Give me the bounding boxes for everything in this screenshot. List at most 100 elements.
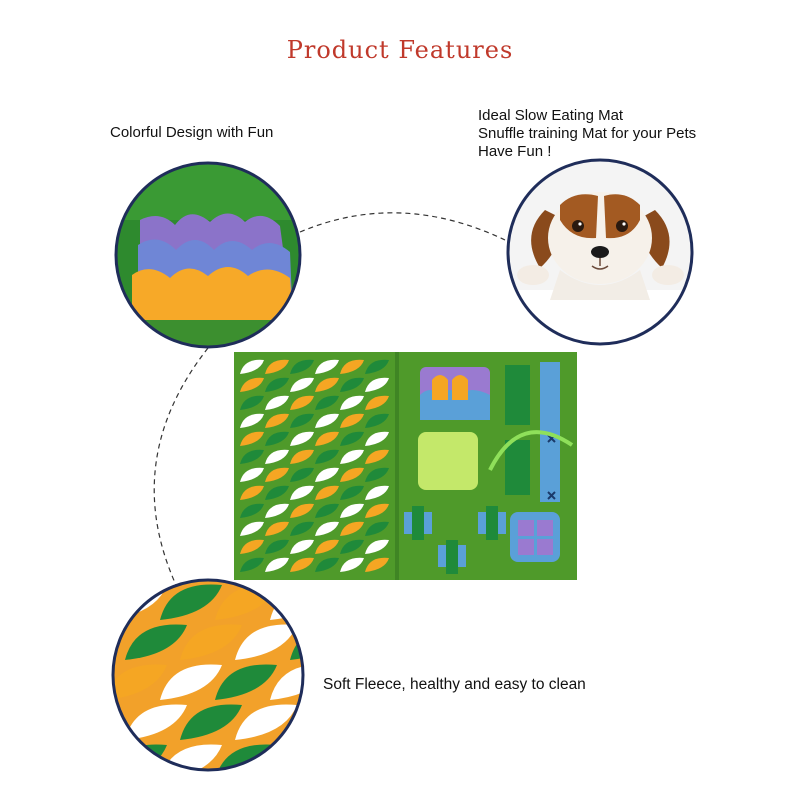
felt-petal (290, 449, 314, 464)
felt-petal (265, 467, 289, 482)
felt-petal (265, 557, 289, 572)
felt-petal (180, 624, 242, 660)
felt-petal (315, 359, 339, 374)
felt-petal (290, 704, 303, 740)
felt-petal (240, 539, 264, 554)
felt-petal (340, 431, 364, 446)
felt-petal (290, 539, 314, 554)
felt-petal (290, 431, 314, 446)
petals-circle-border (111, 578, 305, 772)
felt-petal (240, 359, 264, 374)
felt-petal (315, 503, 339, 518)
felt-petal (365, 485, 389, 500)
felt-petal (340, 395, 364, 410)
felt-petal (235, 624, 297, 660)
felt-petal (365, 539, 389, 554)
puppy-circle-border (506, 158, 694, 346)
felt-petal (290, 377, 314, 392)
felt-petal (365, 449, 389, 464)
felt-petal (290, 557, 314, 572)
felt-petal (290, 467, 314, 482)
felt-petal (365, 359, 389, 374)
felt-petal (315, 539, 339, 554)
felt-scallop-layers-closeup-icon (116, 163, 300, 347)
felt-petal (270, 584, 303, 620)
felt-petal (215, 664, 277, 700)
snuffle-mat-photo-icon (234, 352, 577, 580)
felt-petal (340, 539, 364, 554)
felt-petal (160, 584, 222, 620)
felt-petal (315, 485, 339, 500)
caption-line-3: Have Fun ! (478, 143, 552, 160)
felt-petal (265, 485, 289, 500)
felt-petal (340, 485, 364, 500)
felt-petal (240, 449, 264, 464)
felt-petal (290, 359, 314, 374)
felt-petal (365, 395, 389, 410)
felt-petal (290, 503, 314, 518)
felt-petal (240, 467, 264, 482)
felt-petal (340, 359, 364, 374)
felt-petal (240, 557, 264, 572)
felt-petal (180, 704, 242, 740)
felt-petals-closeup-icon (113, 580, 303, 770)
felt-petal (265, 413, 289, 428)
felt-petal (315, 377, 339, 392)
felt-petal (340, 521, 364, 536)
felt-petal (240, 377, 264, 392)
caption-colorful-design: Colorful Design with Fun (110, 124, 274, 141)
felt-petal (270, 744, 303, 770)
felt-petal (290, 395, 314, 410)
caption-soft-fleece: Soft Fleece, healthy and easy to clean (323, 676, 586, 693)
felt-petal (290, 413, 314, 428)
felt-petal (113, 664, 167, 700)
dashed-connector (299, 212, 506, 241)
felt-petal (125, 624, 187, 660)
felt-petal (365, 413, 389, 428)
felt-petal (315, 557, 339, 572)
felt-petal (265, 377, 289, 392)
felt-petal (315, 431, 339, 446)
felt-petal (270, 664, 303, 700)
felt-petal (265, 395, 289, 410)
felt-petal (160, 744, 222, 770)
felt-petal (340, 449, 364, 464)
felt-petal (340, 557, 364, 572)
felt-petal (265, 359, 289, 374)
felt-petal (113, 744, 167, 770)
felt-petal (365, 467, 389, 482)
page-title: Product Features (286, 36, 514, 64)
felt-petal (240, 485, 264, 500)
dashed-connector (153, 347, 209, 586)
felt-petal (340, 377, 364, 392)
felt-petal (365, 377, 389, 392)
felt-petal (240, 413, 264, 428)
caption-line-1: Ideal Slow Eating Mat (478, 107, 624, 124)
felt-petal (315, 521, 339, 536)
felt-petal (235, 704, 297, 740)
felt-petal (125, 704, 187, 740)
felt-petal (290, 485, 314, 500)
caption-ideal-mat: Ideal Slow Eating Mat Snuffle training M… (478, 107, 696, 161)
felt-petal (265, 449, 289, 464)
felt-petal (340, 467, 364, 482)
felt-petal (365, 431, 389, 446)
felt-petal (340, 413, 364, 428)
felt-petal (365, 503, 389, 518)
felt-petal (365, 521, 389, 536)
felt-petal (315, 395, 339, 410)
felt-petal (265, 539, 289, 554)
felt-petal (290, 521, 314, 536)
felt-petal (265, 521, 289, 536)
felt-petal (340, 503, 364, 518)
felt-petal (240, 503, 264, 518)
felt-petal (265, 431, 289, 446)
puppy-photo-icon (508, 160, 692, 344)
felt-petal (160, 664, 222, 700)
caption-line-2: Snuffle training Mat for your Pets (478, 125, 697, 142)
felt-petal (365, 557, 389, 572)
closeup-circle-border (114, 161, 302, 349)
felt-petal (240, 521, 264, 536)
felt-petal (315, 449, 339, 464)
